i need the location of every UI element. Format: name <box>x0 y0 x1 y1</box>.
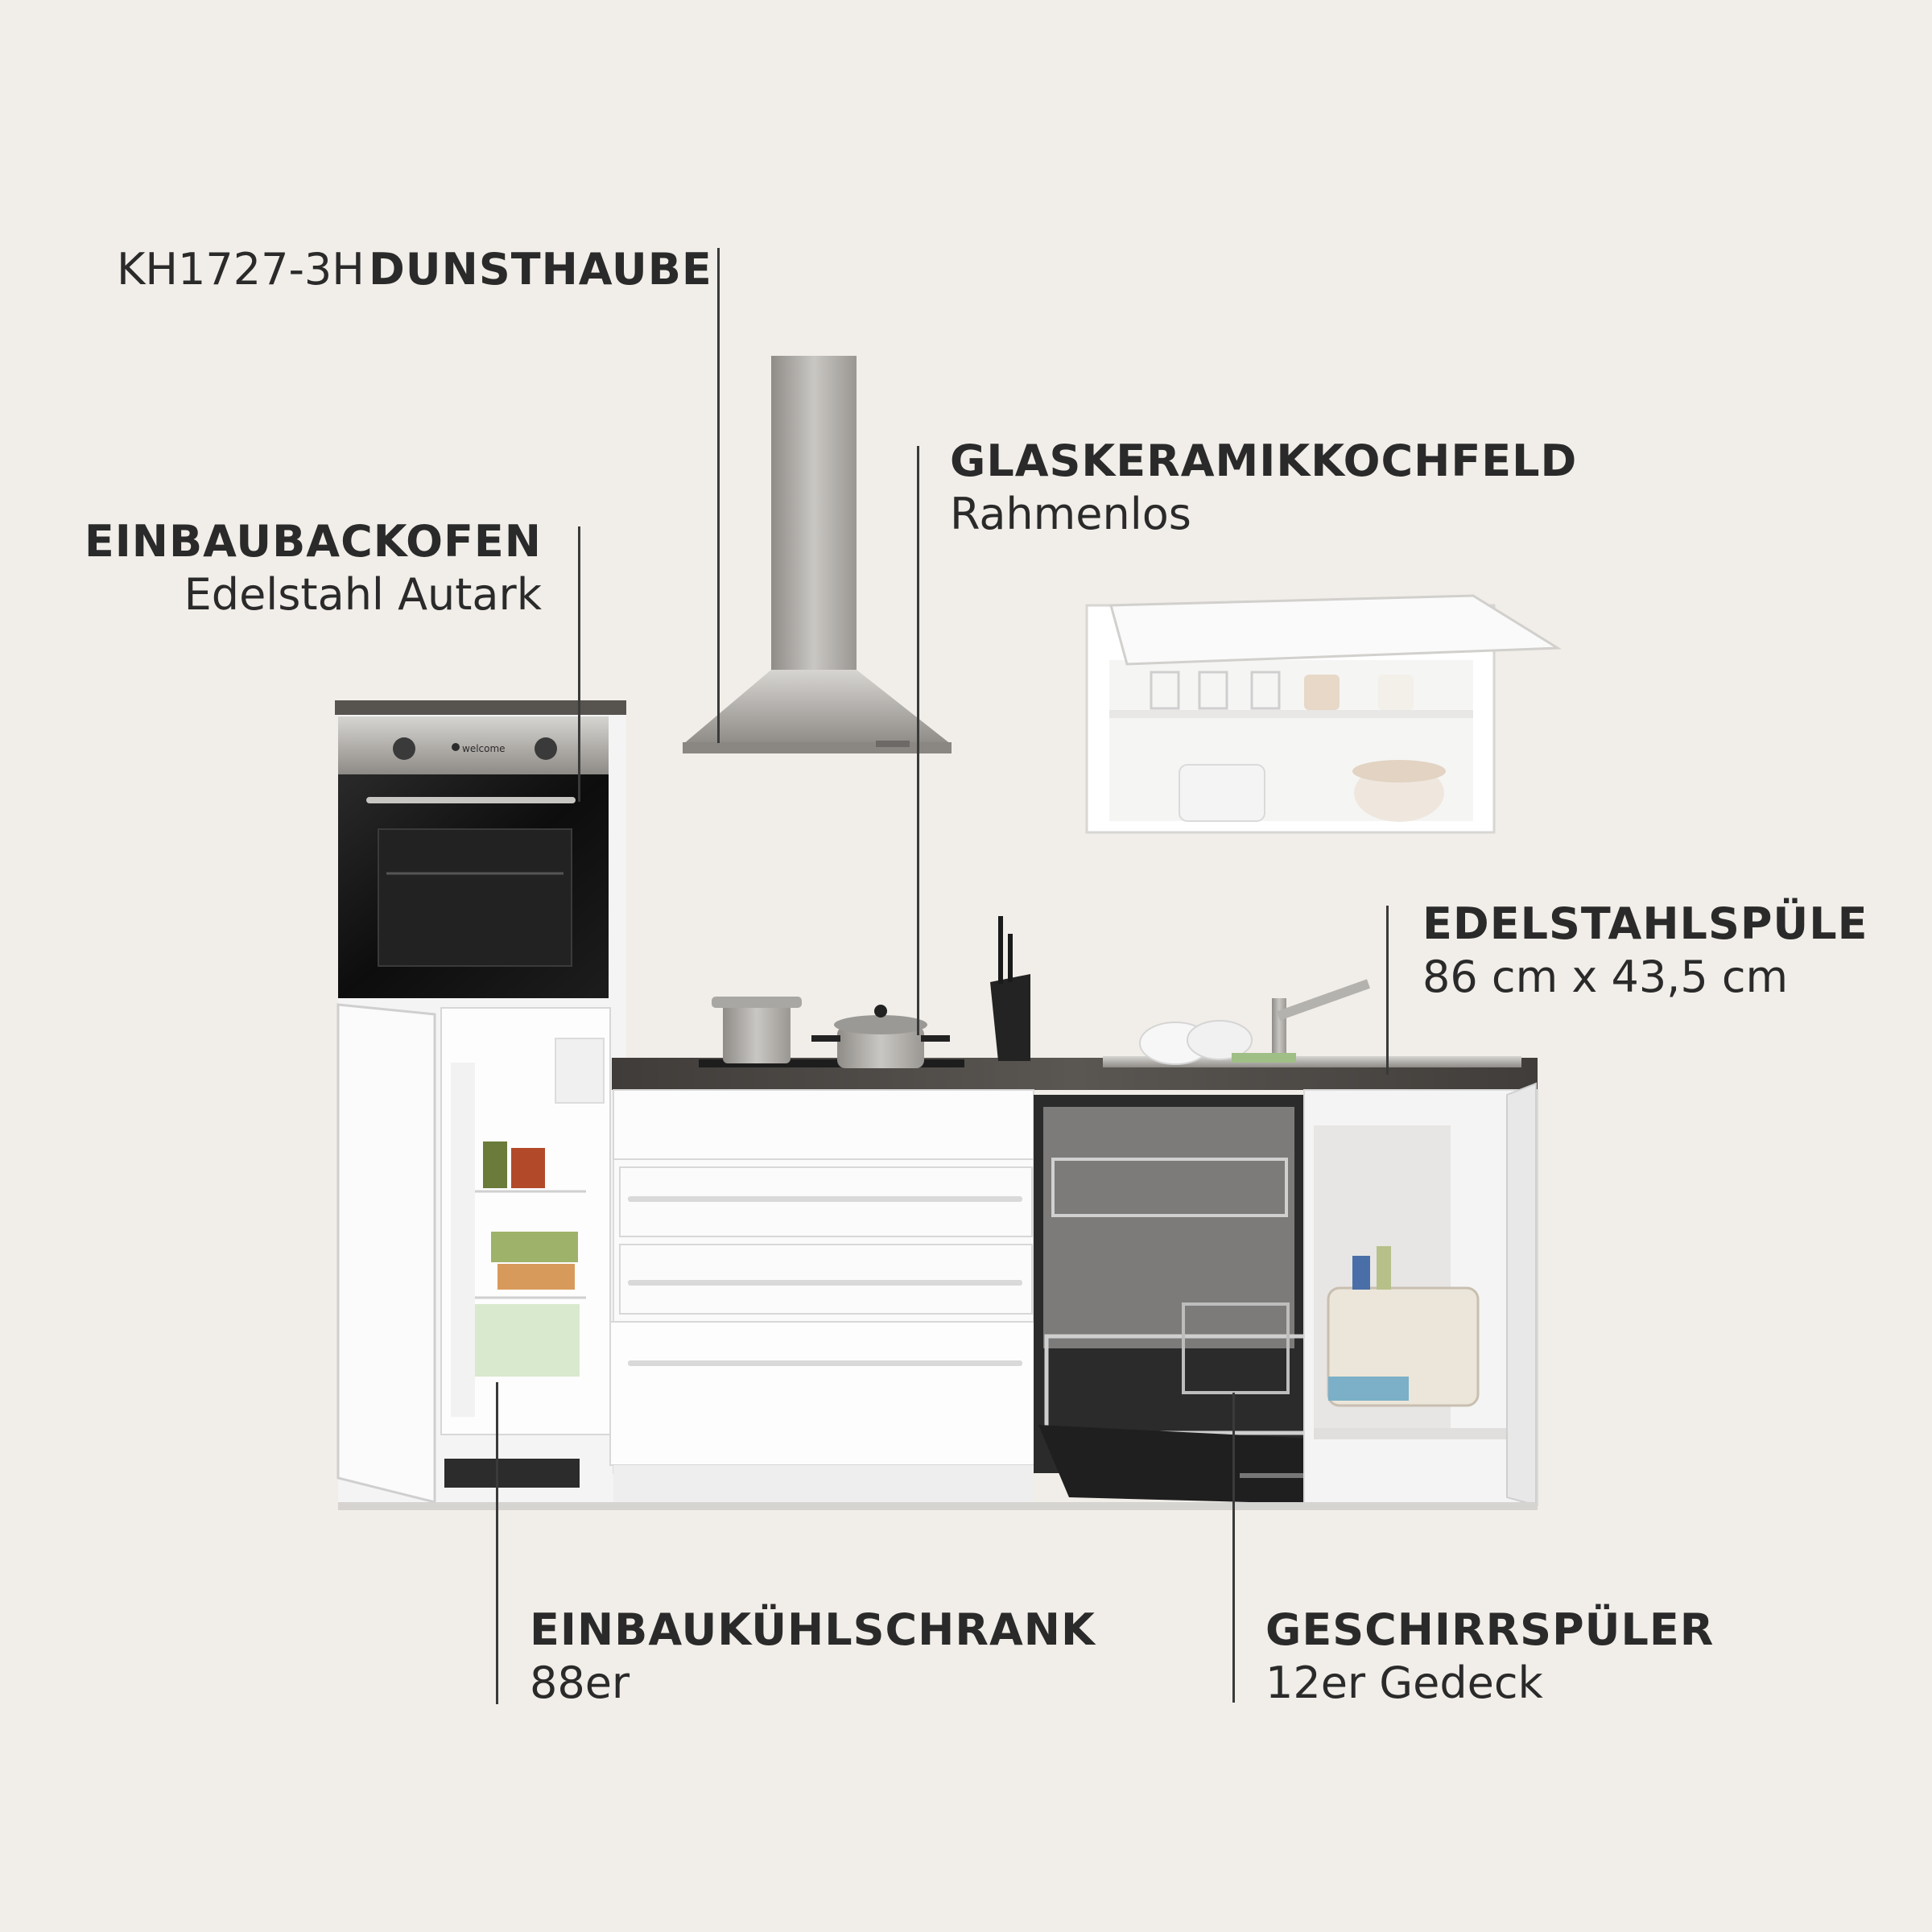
dishwasher-sub: 12er Gedeck <box>1265 1657 1543 1708</box>
oven: welcome <box>338 716 609 998</box>
oven-sub: Edelstahl Autark <box>184 568 542 620</box>
wall-cabinet <box>1085 594 1562 834</box>
label-oven: EINBAUBACKOFEN Edelstahl Autark <box>80 515 542 621</box>
fridge-title: EINBAUKÜHLSCHRANK <box>530 1604 1096 1655</box>
label-sink: EDELSTAHLSPÜLE 86 cm x 43,5 cm <box>1422 898 1868 1004</box>
leader-line-dishwasher <box>1232 1393 1235 1703</box>
leader-line-sink <box>1386 906 1389 1075</box>
label-fridge: EINBAUKÜHLSCHRANK 88er <box>530 1604 1096 1710</box>
hood-model: KH1727-3H <box>117 244 365 295</box>
cookware <box>712 916 1030 1068</box>
label-dishwasher: GESCHIRRSPÜLER 12er Gedeck <box>1265 1604 1714 1710</box>
hood-title: DUNSTHAUBE <box>368 244 712 295</box>
label-hob: GLASKERAMIKKOCHFELD Rahmenlos <box>950 435 1577 541</box>
sink <box>1103 979 1521 1067</box>
sink-sub: 86 cm x 43,5 cm <box>1422 951 1789 1002</box>
fridge <box>336 1003 611 1504</box>
sink-title: EDELSTAHLSPÜLE <box>1422 898 1868 949</box>
fridge-sub: 88er <box>530 1657 630 1708</box>
oven-title: EINBAUBACKOFEN <box>84 516 542 567</box>
oven-brand: welcome <box>462 743 506 754</box>
sink-cabinet <box>1303 1082 1538 1507</box>
hob-title: GLASKERAMIKKOCHFELD <box>950 436 1578 486</box>
dishwasher <box>1034 1095 1373 1505</box>
hob-sub: Rahmenlos <box>950 488 1191 539</box>
leader-line-oven <box>578 526 580 802</box>
label-hood: KH1727-3H DUNSTHAUBE <box>117 243 712 296</box>
range-hood <box>683 356 952 753</box>
leader-line-fridge <box>496 1382 498 1704</box>
dishwasher-title: GESCHIRRSPÜLER <box>1265 1604 1715 1655</box>
leader-line-hood <box>717 248 720 743</box>
leader-line-hob <box>917 446 919 1035</box>
tall-cabinet: welcome <box>335 700 626 1504</box>
drawer-unit <box>609 1089 1038 1505</box>
